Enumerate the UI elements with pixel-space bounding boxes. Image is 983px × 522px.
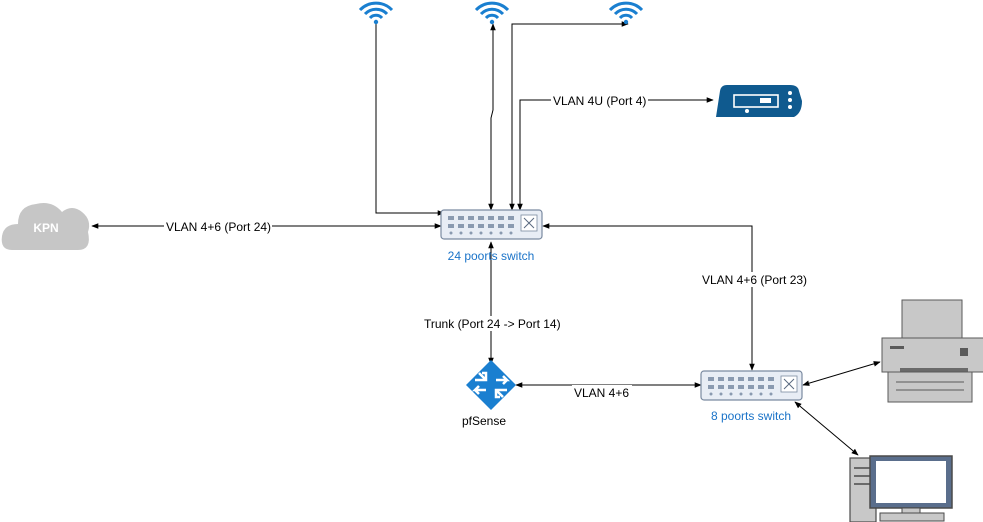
switch-8-port[interactable] bbox=[700, 370, 803, 401]
edge-switch24-switch8[interactable] bbox=[542, 223, 755, 371]
wifi-icon[interactable] bbox=[474, 1, 510, 25]
switch-24-port[interactable] bbox=[440, 209, 543, 240]
switch-icon bbox=[708, 377, 774, 396]
edge-labels: VLAN 4+6 (Port 24) VLAN 4U (Port 4) VLAN… bbox=[164, 93, 808, 400]
cloud-icon[interactable]: KPN bbox=[1, 203, 90, 250]
switch-24-label: 24 poorts switch bbox=[448, 249, 535, 263]
kpn-label: KPN bbox=[33, 221, 58, 235]
router-icon[interactable] bbox=[466, 360, 516, 410]
edge-label-switch24-pfsense: Trunk (Port 24 -> Port 14) bbox=[424, 317, 561, 331]
edge-label-pfsense-switch8: VLAN 4+6 bbox=[574, 386, 629, 400]
printer-icon[interactable] bbox=[881, 299, 983, 403]
edge-switch24-wifi3[interactable] bbox=[509, 21, 629, 211]
edge-switch8-pc[interactable] bbox=[794, 401, 859, 456]
edge-label-switch24-switch8: VLAN 4+6 (Port 23) bbox=[702, 273, 807, 287]
edge-switch8-printer[interactable] bbox=[802, 361, 881, 386]
pfsense-label: pfSense bbox=[462, 414, 506, 428]
tv-decoder-icon[interactable] bbox=[716, 85, 802, 117]
switch-icon bbox=[448, 216, 514, 235]
wifi-icon[interactable] bbox=[358, 1, 394, 25]
edge-switch24-wifi2[interactable] bbox=[488, 23, 496, 211]
edge-label-switch24-tvbox: VLAN 4U (Port 4) bbox=[553, 94, 646, 108]
edge-switch24-tvbox[interactable] bbox=[517, 97, 714, 211]
edge-label-kpn-switch24: VLAN 4+6 (Port 24) bbox=[166, 220, 271, 234]
switch-8-label: 8 poorts switch bbox=[711, 409, 791, 423]
desktop-computer-icon[interactable] bbox=[849, 455, 953, 522]
edge-wifi1-switch24[interactable] bbox=[375, 20, 445, 216]
wifi-icon[interactable] bbox=[608, 1, 644, 25]
